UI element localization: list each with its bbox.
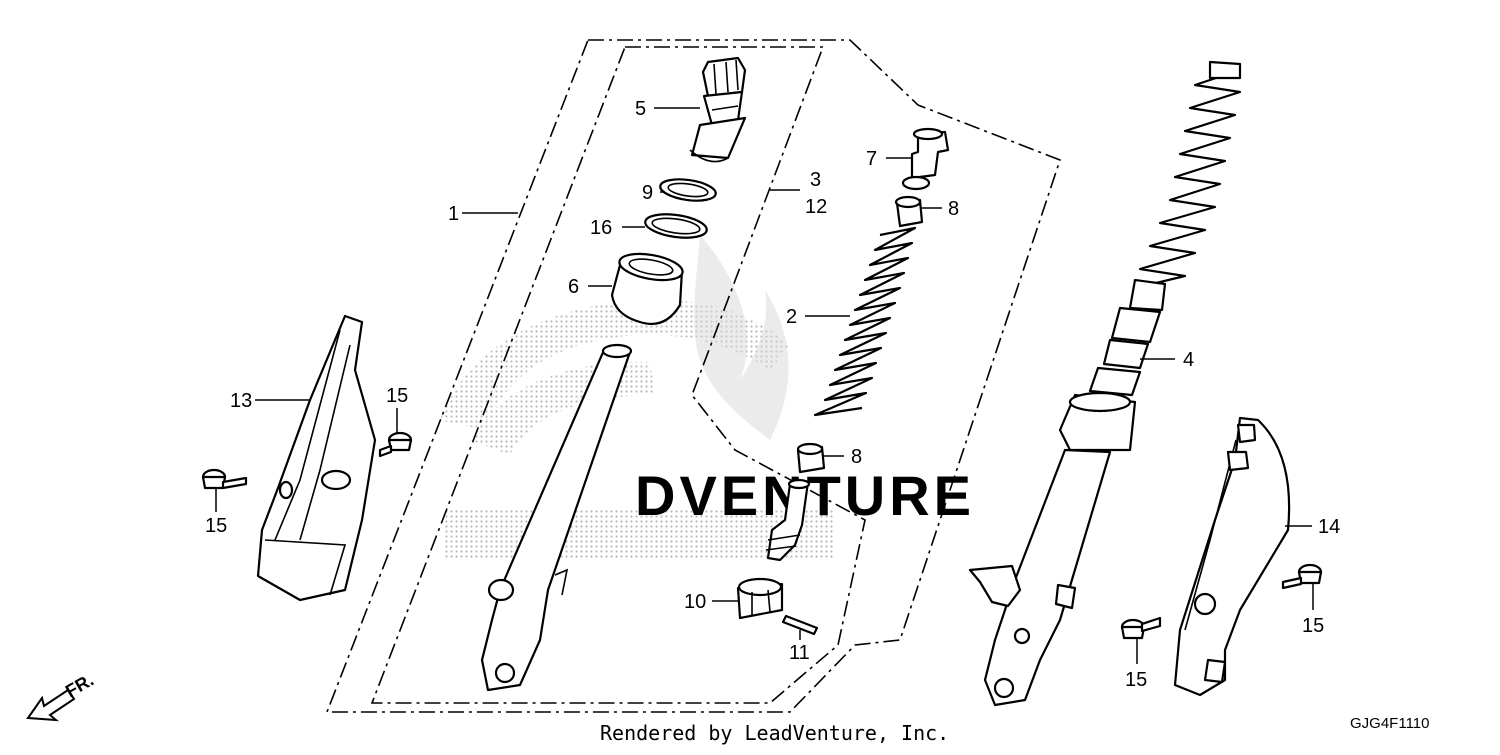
left-fork-cover [256,314,377,602]
nut [736,577,784,620]
fork-pipe [480,343,633,692]
callout-15-right-upper: 15 [1302,615,1324,637]
o-ring [659,178,717,202]
callout-8-lower: 8 [851,446,862,468]
callout-5: 5 [635,98,646,120]
fork-spring [813,226,917,417]
damper-rod-base [765,478,811,562]
fork-piston [901,127,950,191]
callout-15-left: 15 [205,515,227,537]
diagram-code: GJG4F1110 [1350,715,1429,732]
footer-credit: Rendered by LeadVenture, Inc. [600,721,949,745]
front-direction-arrow: FR. [26,670,97,722]
callout-11: 11 [789,642,810,664]
collar-upper [894,195,924,228]
callout-13: 13 [230,390,252,412]
callout-1: 1 [448,203,459,225]
callout-12: 12 [805,196,827,218]
callout-7: 7 [866,148,877,170]
group-outline-outer [325,39,1062,713]
callout-2: 2 [786,306,797,328]
dust-seal [610,252,684,326]
callout-15-right-lower: 15 [1125,669,1147,691]
bolt-right-lower [1120,616,1162,640]
group-outline-inner [370,46,866,704]
callout-10: 10 [684,591,706,613]
callout-9: 9 [642,182,653,204]
callout-14: 14 [1318,516,1340,538]
leader-lines [215,107,1314,664]
fork-cap-bolt [689,56,747,163]
callout-15-upper-left: 15 [386,385,408,407]
right-fork-cover [1173,416,1291,697]
callout-3: 3 [810,169,821,191]
collar-lower [796,442,826,474]
bolt-upper-left [378,431,413,458]
watermark-logo: DVENTURE [440,235,971,560]
fork-assembly [968,60,1242,707]
bolt-left [201,468,248,490]
pin [781,614,819,636]
callout-8-upper: 8 [948,198,959,220]
callout-16: 16 [590,217,612,239]
circlip [644,213,708,239]
bolt-right-upper [1281,563,1323,590]
callout-6: 6 [568,276,579,298]
callout-4: 4 [1183,349,1194,371]
